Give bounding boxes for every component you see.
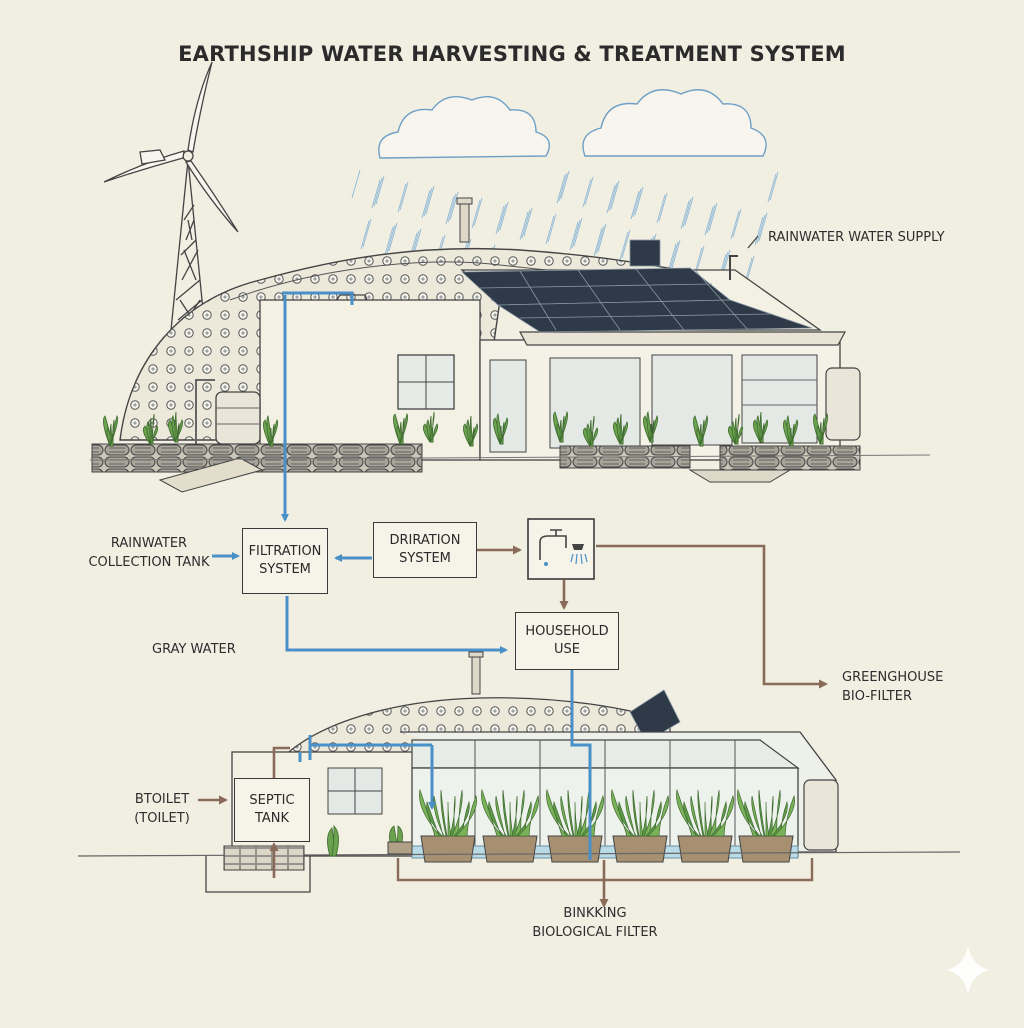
- biological-filter-label: BINKKING BIOLOGICAL FILTER: [532, 906, 658, 940]
- water-tank-icon: [195, 379, 261, 445]
- wind-turbine-icon: [103, 61, 239, 341]
- collection-tank-label: RAINWATER COLLECTION TANK: [88, 536, 210, 570]
- gray-water-label: GRAY WATER: [152, 642, 236, 657]
- clean-water-pipes: [212, 291, 592, 860]
- greenhouse-biofilter-label: GREENGHOUSE BIO-FILTER: [842, 670, 944, 704]
- plant-icon: [102, 410, 829, 447]
- diagram-title: EARTHSHIP WATER HARVESTING & TREATMENT S…: [178, 42, 846, 66]
- cloud-icon: [378, 89, 767, 159]
- bottom-earthship: [77, 651, 961, 893]
- top-earthship: [89, 197, 931, 493]
- faucet-icon: [539, 529, 567, 566]
- rainwater-supply-label: RAINWATER WATER SUPPLY: [768, 230, 945, 245]
- sparkle-icon: [946, 946, 990, 994]
- toilet-label: BTOILET (TOILET): [134, 792, 190, 826]
- plant-icon: [419, 788, 795, 863]
- shower-icon: [570, 544, 588, 565]
- solar-panel-icon: [460, 239, 813, 333]
- gray-water-pipes: [198, 544, 828, 908]
- rain-clouds: [351, 89, 779, 288]
